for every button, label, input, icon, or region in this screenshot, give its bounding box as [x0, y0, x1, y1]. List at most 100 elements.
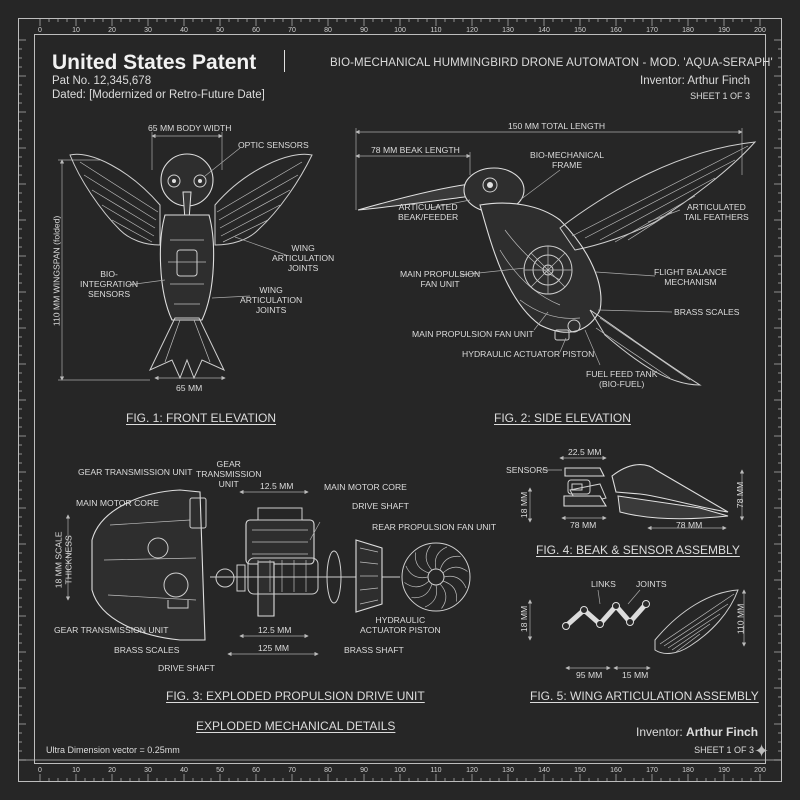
- fig5-dim-18: 18 MM: [519, 605, 530, 633]
- scale-label: 150: [574, 27, 586, 34]
- fig3-thickness: 18 MM SCALE THICKNESS: [53, 531, 74, 589]
- fig2-fuel: FUEL FEED TANK (BIO-FUEL): [586, 369, 658, 389]
- wing-joint: [612, 602, 620, 610]
- fig3-drive-shaft-a: DRIVE SHAFT: [352, 501, 409, 511]
- footer-inventor: Inventor: Arthur Finch: [636, 726, 758, 738]
- fan-blade: [442, 566, 468, 574]
- scale-label: 90: [360, 767, 368, 774]
- scale-label: 90: [360, 27, 368, 34]
- scale-label: 70: [288, 767, 296, 774]
- wing-link: [627, 601, 649, 625]
- patent-title: United States Patent: [52, 51, 257, 74]
- scale-label: 140: [538, 767, 550, 774]
- fig2-hydraulic: HYDRAULIC ACTUATOR PISTON: [462, 349, 595, 359]
- scale-label: 100: [394, 27, 406, 34]
- footer-inventor-name: Arthur Finch: [686, 725, 759, 739]
- scale-label: 200: [754, 27, 766, 34]
- device-title: BIO-MECHANICAL HUMMINGBIRD DRONE AUTOMAT…: [330, 57, 773, 69]
- fig5-links: LINKS: [591, 579, 616, 589]
- fig4-beak-assembly: [527, 455, 745, 531]
- scale-label: 140: [538, 27, 550, 34]
- scale-label: 180: [682, 27, 694, 34]
- title-cursor: [284, 50, 285, 72]
- fig3-gear-unit-c: GEAR TRANSMISSION UNIT: [54, 625, 169, 635]
- scale-label: 40: [180, 767, 188, 774]
- scale-label: 120: [466, 767, 478, 774]
- fig1-body-width: 65 MM BODY WIDTH: [148, 123, 232, 133]
- fig1-hummingbird-front: [58, 132, 313, 381]
- fig3-brass: BRASS SCALES: [114, 645, 180, 655]
- scale-label: 60: [252, 767, 260, 774]
- scale-label: 50: [216, 27, 224, 34]
- fig4-sensors: SENSORS: [506, 465, 549, 475]
- fig4-caption: FIG. 4: BEAK & SENSOR ASSEMBLY: [536, 543, 740, 557]
- fig5-dim-95: 95 MM: [576, 670, 603, 680]
- vector-note: Ultra Dimension vector = 0.25mm: [46, 745, 180, 755]
- wing-joint: [580, 606, 588, 614]
- scale-label: 150: [574, 767, 586, 774]
- fig2-caption: FIG. 2: SIDE ELEVATION: [494, 411, 631, 425]
- fig2-beak-feeder: ARTICULATED BEAK/FEEDER: [398, 202, 459, 222]
- fig4-dim-22-5: 22.5 MM: [568, 447, 602, 457]
- fan-blade: [439, 555, 461, 571]
- scale-label: 0: [38, 767, 42, 774]
- scale-label: 160: [610, 767, 622, 774]
- scale-label: 80: [324, 27, 332, 34]
- fig3-hydraulic: HYDRAULIC ACTUATOR PISTON: [360, 615, 441, 635]
- scale-label: 70: [288, 27, 296, 34]
- scale-label: 120: [466, 27, 478, 34]
- fig5-caption: FIG. 5: WING ARTICULATION ASSEMBLY: [530, 689, 759, 703]
- fig1-wingspan: 110 MM WINGSPAN (folded): [51, 215, 62, 327]
- scale-label: 160: [610, 27, 622, 34]
- scale-label: 50: [216, 767, 224, 774]
- fig3-dim-125: 125 MM: [258, 643, 290, 653]
- fig1-bottom-dim: 65 MM: [176, 383, 203, 393]
- scale-label: 170: [646, 767, 658, 774]
- fig4-dim-78-b: 78 MM: [676, 520, 703, 530]
- fan-blade: [442, 580, 458, 602]
- scale-label: 10: [72, 767, 80, 774]
- fig3-caption: FIG. 3: EXPLODED PROPULSION DRIVE UNIT: [166, 689, 425, 703]
- fig3-exploded-drive: [65, 489, 471, 657]
- fig3-dim-12-5: 12.5 MM: [258, 625, 292, 635]
- scale-label: 190: [718, 767, 730, 774]
- fan-blade: [439, 583, 447, 609]
- section-title: EXPLODED MECHANICAL DETAILS: [196, 719, 396, 733]
- header-sheet: SHEET 1 OF 3: [690, 91, 750, 101]
- fig1-caption: FIG. 1: FRONT ELEVATION: [126, 411, 277, 425]
- fig2-hummingbird-side: [355, 128, 757, 386]
- scale-label: 20: [108, 767, 116, 774]
- scale-label: 200: [754, 767, 766, 774]
- scale-label: 40: [180, 27, 188, 34]
- fig1-wing-joints-1: WING ARTICULATION JOINTS: [272, 243, 335, 273]
- fig2-beak-length: 78 MM BEAK LENGTH: [371, 145, 460, 155]
- scale-label: 100: [394, 767, 406, 774]
- fig5-dim-110: 110 MM: [735, 603, 746, 635]
- scale-label: 110: [430, 27, 441, 34]
- fig3-gear-unit-b: GEAR TRANSMISSION UNIT: [196, 459, 262, 489]
- fig3-rear-fan: REAR PROPULSION FAN UNIT: [372, 522, 497, 532]
- fig2-tail: ARTICULATED TAIL FEATHERS: [684, 202, 749, 222]
- scale-label: 0: [38, 27, 42, 34]
- fan-blade: [425, 545, 433, 571]
- scale-label: 30: [144, 767, 152, 774]
- wing-joint: [642, 600, 650, 608]
- scale-label: 30: [144, 27, 152, 34]
- fan-blade: [414, 552, 430, 574]
- wing-link: [563, 607, 587, 629]
- fig5-dim-15: 15 MM: [622, 670, 649, 680]
- fig5-joints: JOINTS: [636, 579, 667, 589]
- fan-blade: [434, 546, 448, 570]
- fig2-brass: BRASS SCALES: [674, 307, 740, 317]
- scale-label: 110: [430, 767, 441, 774]
- wing-joint: [562, 622, 570, 630]
- inner-frame: [34, 34, 766, 764]
- fig3-motor-core-b: MAIN MOTOR CORE: [324, 482, 407, 492]
- wing-link: [597, 603, 619, 627]
- footer-inventor-label: Inventor:: [636, 725, 683, 739]
- fig4-dim-78-a: 78 MM: [570, 520, 597, 530]
- scale-label: 130: [502, 27, 514, 34]
- fan-blade: [404, 580, 430, 588]
